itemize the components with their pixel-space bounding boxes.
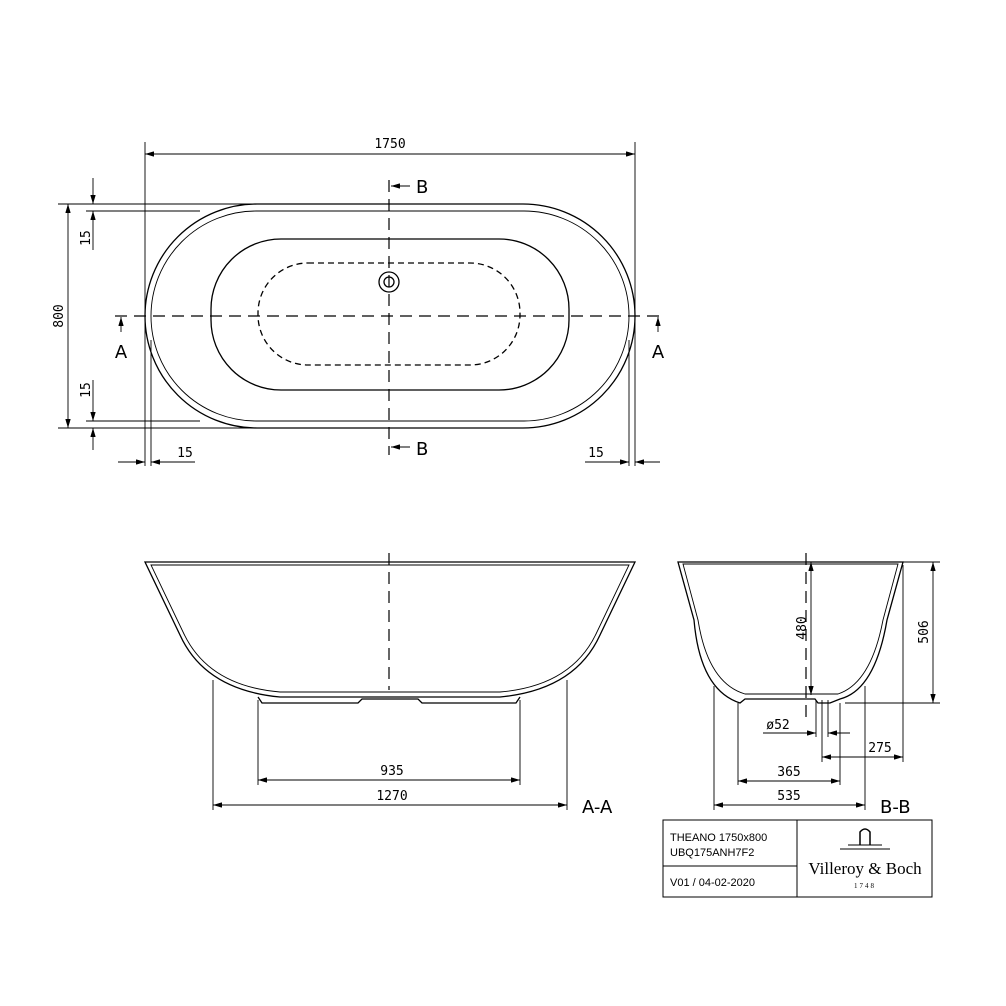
tub-profile-outer — [143, 561, 637, 698]
title-block: THEANO 1750x800 UBQ175ANH7F2 V01 / 04-02… — [662, 819, 933, 898]
brand-logo-icon — [840, 828, 890, 850]
dim-inner: 365 — [777, 765, 800, 780]
brand-year: 1748 — [854, 882, 876, 890]
dim-inner: 935 — [380, 764, 403, 779]
brand-name: Villeroy & Boch — [808, 859, 922, 878]
tub-basin — [210, 238, 570, 391]
dim-rim-bottom: 15 — [79, 382, 94, 398]
dim-depth: 480 — [795, 616, 810, 639]
section-label: A-A — [582, 797, 613, 818]
section-b-bottom: B — [416, 439, 428, 460]
dim-rim-top: 15 — [79, 230, 94, 246]
product-code: UBQ175ANH7F2 — [670, 847, 754, 859]
dim-length: 1750 — [374, 137, 405, 152]
dim-outer: 535 — [777, 789, 800, 804]
section-bb-view: 480 506 ø52 275 365 535 B-B — [677, 553, 940, 818]
model-name: THEANO 1750x800 — [670, 832, 767, 844]
tub-profile-outer — [677, 561, 904, 704]
tub-base — [257, 696, 521, 704]
section-aa-view: 935 1270 A-A — [143, 553, 637, 818]
version-date: V01 / 04-02-2020 — [670, 877, 755, 889]
section-b-top: B — [416, 177, 428, 198]
dim-rim-right: 15 — [588, 446, 604, 461]
top-view: 1750 800 15 15 15 15 B B A A — [52, 137, 665, 466]
dim-width: 800 — [52, 304, 67, 327]
dim-drain-diameter: ø52 — [766, 718, 789, 733]
tub-profile-inner — [682, 563, 899, 695]
section-a-left: A — [115, 342, 128, 363]
dim-height: 506 — [917, 620, 932, 643]
section-a-right: A — [652, 342, 665, 363]
dim-drain-offset: 275 — [868, 741, 891, 756]
dim-outer: 1270 — [376, 789, 407, 804]
drain-icon — [378, 271, 400, 293]
dim-rim-left: 15 — [177, 446, 193, 461]
tub-profile-inner — [150, 564, 630, 693]
section-label: B-B — [880, 797, 911, 818]
